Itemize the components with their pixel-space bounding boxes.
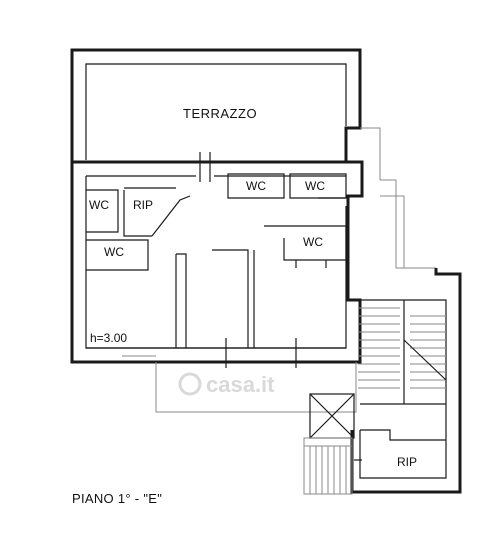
floor-caption: PIANO 1° - "E" <box>72 491 162 506</box>
room-label-wc-top-2: WC <box>305 179 325 193</box>
room-label-wc-left: WC <box>89 198 109 212</box>
stair-treads <box>358 307 446 389</box>
balcony-outline <box>122 355 357 413</box>
ceiling-height-label: h=3.00 <box>90 331 127 345</box>
wc-top-row-walls <box>227 173 347 199</box>
elevator-shaft <box>309 393 355 439</box>
left-rooms-walls <box>86 187 191 271</box>
watermark-text: casa.it <box>206 372 275 397</box>
room-label-terrazzo: TERRAZZO <box>183 106 257 121</box>
room-label-wc-right: WC <box>303 235 323 249</box>
room-label-rip-stair: RIP <box>397 455 417 469</box>
lower-stair <box>303 437 353 495</box>
room-label-rip-main: RIP <box>133 198 153 212</box>
terrace-walls <box>70 48 381 180</box>
right-wc-walls <box>264 225 347 268</box>
room-label-wc-lower-left: WC <box>104 245 124 259</box>
room-label-wc-top-1: WC <box>246 179 266 193</box>
staircase-block <box>303 179 462 495</box>
watermark: casa.it <box>178 372 275 397</box>
internal-partitions <box>86 249 346 368</box>
